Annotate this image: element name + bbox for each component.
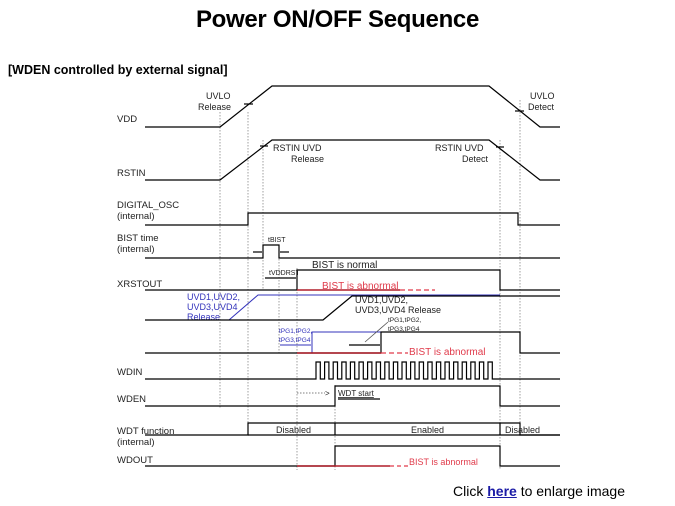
uvlo-detect-label-2: Detect <box>528 102 555 112</box>
t-bist-label: tBIST <box>268 237 286 244</box>
rstin-waveform <box>145 139 560 181</box>
signal-sublabel-wdt-function: (internal) <box>117 437 155 448</box>
signal-label-wdout: WDOUT <box>117 455 153 466</box>
bist-normal-label: BIST is normal <box>312 260 377 271</box>
page-title: Power ON/OFF Sequence <box>195 6 480 33</box>
uvlo-release-label-1: UVLO <box>206 91 231 101</box>
wdin-waveform <box>145 361 560 380</box>
signal-sublabel-bist-time: (internal) <box>117 244 155 255</box>
wdt-state-disabled-1: Disabled <box>276 425 311 435</box>
footer-prefix: Click <box>453 483 488 499</box>
footer-suffix: to enlarge image <box>516 483 625 499</box>
digital-osc-waveform <box>145 212 560 226</box>
wdt-state-disabled-2: Disabled <box>505 425 540 435</box>
xrstout-waveform <box>145 269 560 291</box>
signal-label-rstin: RSTIN <box>117 168 146 179</box>
signal-sublabel-digital-osc: (internal) <box>117 211 155 222</box>
wdt-state-enabled: Enabled <box>411 425 444 435</box>
signal-label-xrstout: XRSTOUT <box>117 279 162 290</box>
signal-labels: VDD RSTIN DIGITAL_OSC (internal) BIST ti… <box>117 114 179 466</box>
uvd-blue-label-2: UVD3,UVD4 <box>187 302 238 312</box>
enlarge-image-link[interactable]: here <box>487 483 517 499</box>
wdt-function-waveform <box>145 422 560 436</box>
uvd-release-waveform <box>145 295 560 321</box>
pg-waveform <box>145 331 560 354</box>
uvd-black-label-2: UVD3,UVD4 Release <box>355 305 441 315</box>
t-vddrst-label: tVDDRST <box>269 270 300 277</box>
tpg-blue-label-1: tPG1,tPG2, <box>279 328 312 335</box>
wden-waveform <box>145 385 560 407</box>
signal-label-vdd: VDD <box>117 114 137 125</box>
wdt-start-label: WDT start <box>338 389 375 398</box>
tpg-blue-label-2: tPG3,tPG4 <box>279 337 311 344</box>
diagram-subtitle: [WDEN controlled by external signal] <box>8 63 228 77</box>
tpg-black-label-2: tPG3,tPG4 <box>388 326 420 333</box>
signal-label-wden: WDEN <box>117 394 146 405</box>
vdd-waveform <box>145 85 560 128</box>
bist-time-waveform <box>145 244 560 259</box>
rstin-uvd-release-label-1: RSTIN UVD <box>273 143 322 153</box>
uvd-release-blue-line <box>228 294 500 321</box>
signal-label-wdin: WDIN <box>117 367 142 378</box>
uvd-black-label-1: UVD1,UVD2, <box>355 295 408 305</box>
bist-abnormal-label-wdout: BIST is abnormal <box>409 457 478 467</box>
wdin-pulse-train <box>145 361 560 380</box>
signal-label-bist-time: BIST time <box>117 233 159 244</box>
rstin-uvd-detect-label-1: RSTIN UVD <box>435 143 484 153</box>
uvd-blue-label-3: Release <box>187 312 220 322</box>
uvd-blue-label-1: UVD1,UVD2, <box>187 292 240 302</box>
signal-label-digital-osc: DIGITAL_OSC <box>117 200 179 211</box>
uvlo-detect-label-1: UVLO <box>530 91 555 101</box>
rstin-uvd-detect-label-2: Detect <box>462 154 489 164</box>
rstin-uvd-release-label-2: Release <box>291 154 324 164</box>
uvlo-release-label-2: Release <box>198 102 231 112</box>
signal-label-wdt-function: WDT function <box>117 426 174 437</box>
tpg-pointer <box>364 321 389 343</box>
tpg-black-label-1: tPG1,tPG2, <box>388 317 421 324</box>
bist-abnormal-label-xrstout: BIST is abnormal <box>322 281 399 292</box>
wden-arrow-head: > <box>325 389 330 398</box>
wdout-waveform <box>145 445 560 467</box>
enlarge-hint: Click here to enlarge image <box>453 483 625 499</box>
bist-abnormal-label-pg: BIST is abnormal <box>409 347 486 358</box>
